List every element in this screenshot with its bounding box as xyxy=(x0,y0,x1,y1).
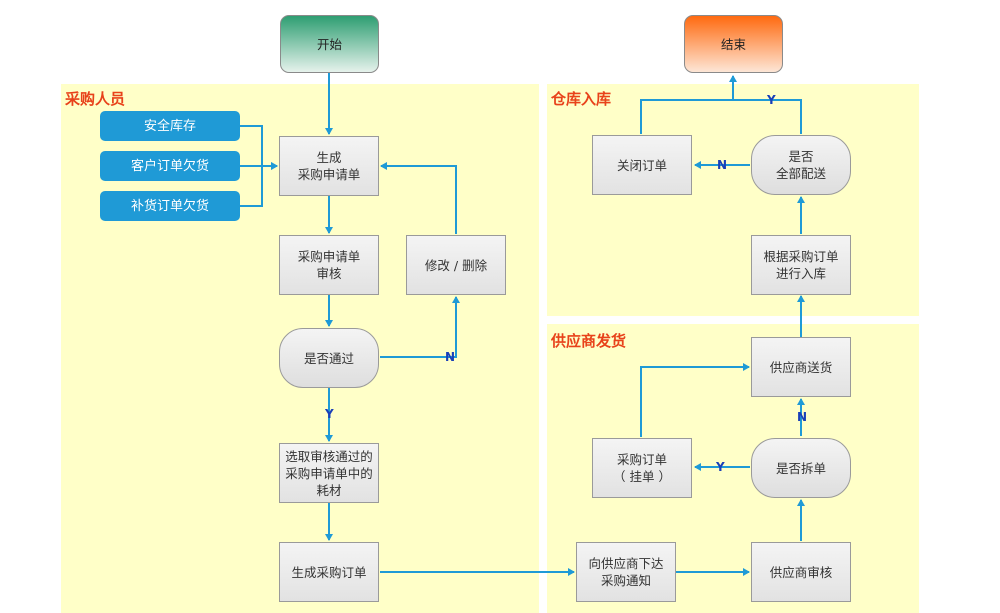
start-node: 开始 xyxy=(280,15,379,73)
edge-modify-gen xyxy=(380,162,457,234)
edge-pending-ship xyxy=(640,363,750,437)
edge-label-approved-no: N xyxy=(445,350,456,364)
split-decision: 是否拆单 xyxy=(751,438,851,498)
edge-label-delivered-no: N xyxy=(717,158,728,172)
lane-title-warehouse: 仓库入库 xyxy=(551,90,612,108)
pending-po-step: 采购订单 （ 挂单 ） xyxy=(592,438,692,498)
edge-label-delivered-yes: Y xyxy=(767,93,776,107)
generate-po-step: 生成采购订单 xyxy=(279,542,379,602)
end-node: 结束 xyxy=(684,15,783,73)
all-delivered-decision: 是否 全部配送 xyxy=(751,135,851,195)
edge-delivered-end xyxy=(729,75,802,134)
lane-warehouse xyxy=(547,84,919,316)
generate-request-step: 生成 采购申请单 xyxy=(279,136,379,196)
supplier-ship-step: 供应商送货 xyxy=(751,337,851,397)
replenish-backorder-source: 补货订单欠货 xyxy=(100,191,240,221)
lane-title-supplier: 供应商发货 xyxy=(551,332,627,350)
edge-label-approved-yes: Y xyxy=(325,407,334,421)
customer-backorder-source: 客户订单欠货 xyxy=(100,151,240,181)
close-order-step: 关闭订单 xyxy=(592,135,692,195)
receive-stock-step: 根据采购订单 进行入库 xyxy=(751,235,851,295)
select-materials-step: 选取审核通过的 采购申请单中的 耗材 xyxy=(279,443,379,503)
edge-safety-gen xyxy=(240,125,278,170)
edge-close-end xyxy=(640,99,733,134)
approved-decision: 是否通过 xyxy=(279,328,379,388)
modify-delete-step: 修改 / 删除 xyxy=(406,235,506,295)
edge-replenish-gen xyxy=(240,166,263,207)
notify-supplier-step: 向供应商下达 采购通知 xyxy=(576,542,676,602)
edge-approved-modify xyxy=(380,296,460,358)
review-request-step: 采购申请单 审核 xyxy=(279,235,379,295)
lane-title-buyer: 采购人员 xyxy=(65,90,126,108)
edge-label-split-yes: Y xyxy=(716,460,725,474)
supplier-review-step: 供应商审核 xyxy=(751,542,851,602)
safety-stock-source: 安全库存 xyxy=(100,111,240,141)
edge-label-split-no: N xyxy=(797,410,808,424)
